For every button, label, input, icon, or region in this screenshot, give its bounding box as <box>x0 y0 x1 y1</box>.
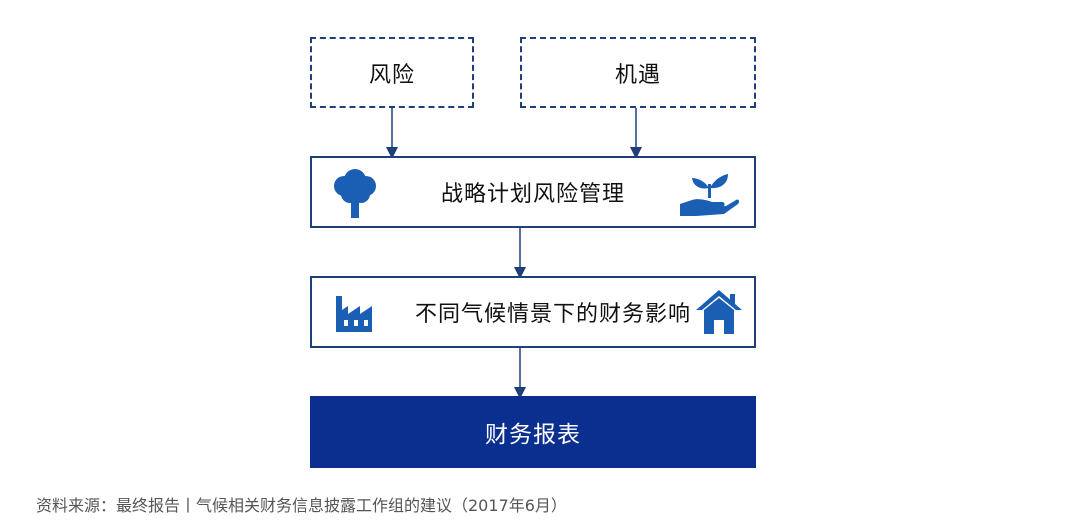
reporting-label: 财务报表 <box>485 422 581 448</box>
house-icon <box>696 290 742 334</box>
opportunity-node: 机遇 <box>520 37 756 108</box>
opportunity-label: 机遇 <box>614 62 661 88</box>
reporting-node: 财务报表 <box>310 396 756 468</box>
strategy-node: 战略计划风险管理 <box>310 156 756 228</box>
risk-node: 风险 <box>310 37 474 108</box>
impact-node: 不同气候情景下的财务影响 <box>310 276 756 348</box>
tree-icon <box>334 169 376 218</box>
factory-icon <box>336 296 372 332</box>
risk-label: 风险 <box>368 62 415 88</box>
source-caption: 资料来源：最终报告丨气候相关财务信息披露工作组的建议（2017年6月） <box>36 496 567 515</box>
hand-sprout-icon <box>680 174 740 216</box>
impact-label: 不同气候情景下的财务影响 <box>414 302 691 327</box>
strategy-label: 战略计划风险管理 <box>440 182 625 207</box>
